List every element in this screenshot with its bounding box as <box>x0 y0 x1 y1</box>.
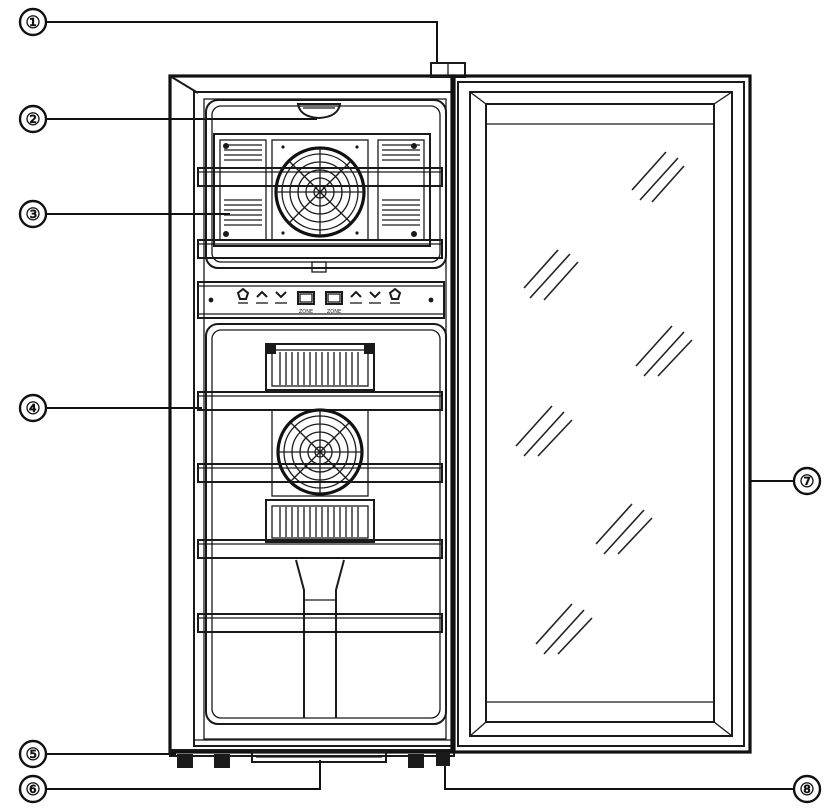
upper-fan-icon <box>274 146 366 238</box>
lower-shelf-1 <box>197 391 443 411</box>
light-button-right[interactable] <box>388 287 402 304</box>
top-hinge <box>430 62 466 78</box>
display-right: ZONE <box>325 291 343 315</box>
leveling-foot-mid-right <box>408 754 424 768</box>
front-grill <box>251 751 387 763</box>
control-panel: ZONE ZONE <box>197 281 445 319</box>
callout-4: ④ <box>18 393 202 423</box>
svg-text:⑥: ⑥ <box>25 780 40 800</box>
leveling-foot-left <box>177 754 193 768</box>
temp-down-button-right[interactable] <box>369 291 381 304</box>
svg-text:ZONE: ZONE <box>327 309 341 315</box>
leveling-foot-mid-left <box>214 754 230 768</box>
lower-shelf-2 <box>197 463 443 483</box>
callout-7: ⑦ <box>750 466 822 496</box>
callout-2: ② <box>18 104 317 134</box>
lower-shelf-4 <box>197 613 443 633</box>
svg-text:②: ② <box>25 110 40 130</box>
callout-6: ⑥ <box>18 760 321 804</box>
lower-heat-sink-top <box>265 343 375 391</box>
upper-cooling-unit <box>213 133 431 247</box>
drain-duct <box>295 559 345 718</box>
callout-5: ⑤ <box>18 739 176 769</box>
lower-shelf-3 <box>197 539 443 559</box>
svg-text:④: ④ <box>25 399 40 419</box>
svg-text:⑧: ⑧ <box>799 780 814 800</box>
callout-8: ⑧ <box>444 762 822 804</box>
glass-door <box>450 74 752 754</box>
lower-fan-icon <box>271 408 369 497</box>
svg-text:③: ③ <box>25 205 40 225</box>
temp-down-button-left[interactable] <box>275 291 287 304</box>
upper-shelf-2 <box>197 239 443 259</box>
interior-light <box>296 103 342 120</box>
temp-up-button-left[interactable] <box>256 290 268 304</box>
lower-heat-sink-bottom <box>265 499 375 543</box>
display-left: ZONE <box>297 291 315 315</box>
bottom-hinge <box>436 752 450 766</box>
svg-text:①: ① <box>25 13 40 33</box>
callout-3: ③ <box>18 199 230 229</box>
svg-text:⑦: ⑦ <box>799 472 814 492</box>
lower-zone <box>197 323 447 725</box>
light-button-left[interactable] <box>236 287 250 304</box>
glass-reflection-marks <box>515 151 693 655</box>
temp-up-button-right[interactable] <box>350 290 362 304</box>
svg-text:ZONE: ZONE <box>299 309 313 315</box>
svg-text:⑤: ⑤ <box>25 745 40 765</box>
upper-shelf-1 <box>197 167 443 187</box>
callout-1: ① <box>18 7 438 64</box>
upper-zone <box>197 99 447 273</box>
